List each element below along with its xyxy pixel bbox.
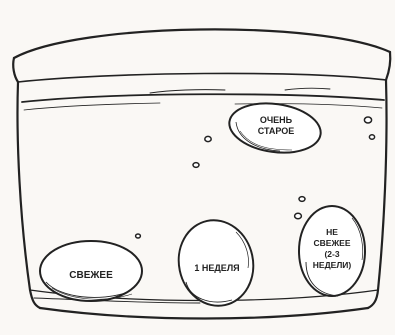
bubble: [193, 163, 199, 168]
bubble: [295, 213, 302, 219]
egg-label-very-old-2: СТАРОЕ: [258, 126, 295, 136]
egg-label-not-fresh-4: НЕДЕЛИ): [313, 260, 352, 270]
glass-rim-inner: [18, 73, 386, 82]
egg-not-fresh: НЕ СВЕЖЕЕ (2-3 НЕДЕЛИ): [299, 206, 365, 296]
bubble: [299, 197, 305, 202]
egg-label-not-fresh-3: (2-3: [324, 249, 339, 259]
bubble: [364, 117, 371, 123]
glass-bottom: [40, 308, 368, 319]
egg-label-very-old-1: ОЧЕНЬ: [260, 115, 293, 125]
bubble: [136, 234, 141, 238]
egg-label-not-fresh-1: НЕ: [326, 227, 338, 237]
glass-left-wall: [18, 82, 41, 308]
egg-very-old: ОЧЕНЬ СТАРОЕ: [226, 98, 324, 158]
egg-label-not-fresh-2: СВЕЖЕЕ: [314, 238, 351, 248]
egg-one-week: 1 НЕДЕЛЯ: [171, 213, 261, 313]
egg-label-fresh: СВЕЖЕЕ: [69, 270, 113, 281]
egg-label-one-week: 1 НЕДЕЛЯ: [194, 263, 239, 273]
bubble: [205, 136, 211, 141]
bubble: [369, 135, 374, 139]
glass-right-wall: [368, 80, 387, 308]
glass-rim: [14, 29, 390, 58]
egg-fresh: СВЕЖЕЕ: [40, 241, 142, 301]
water-surface: [22, 88, 384, 110]
